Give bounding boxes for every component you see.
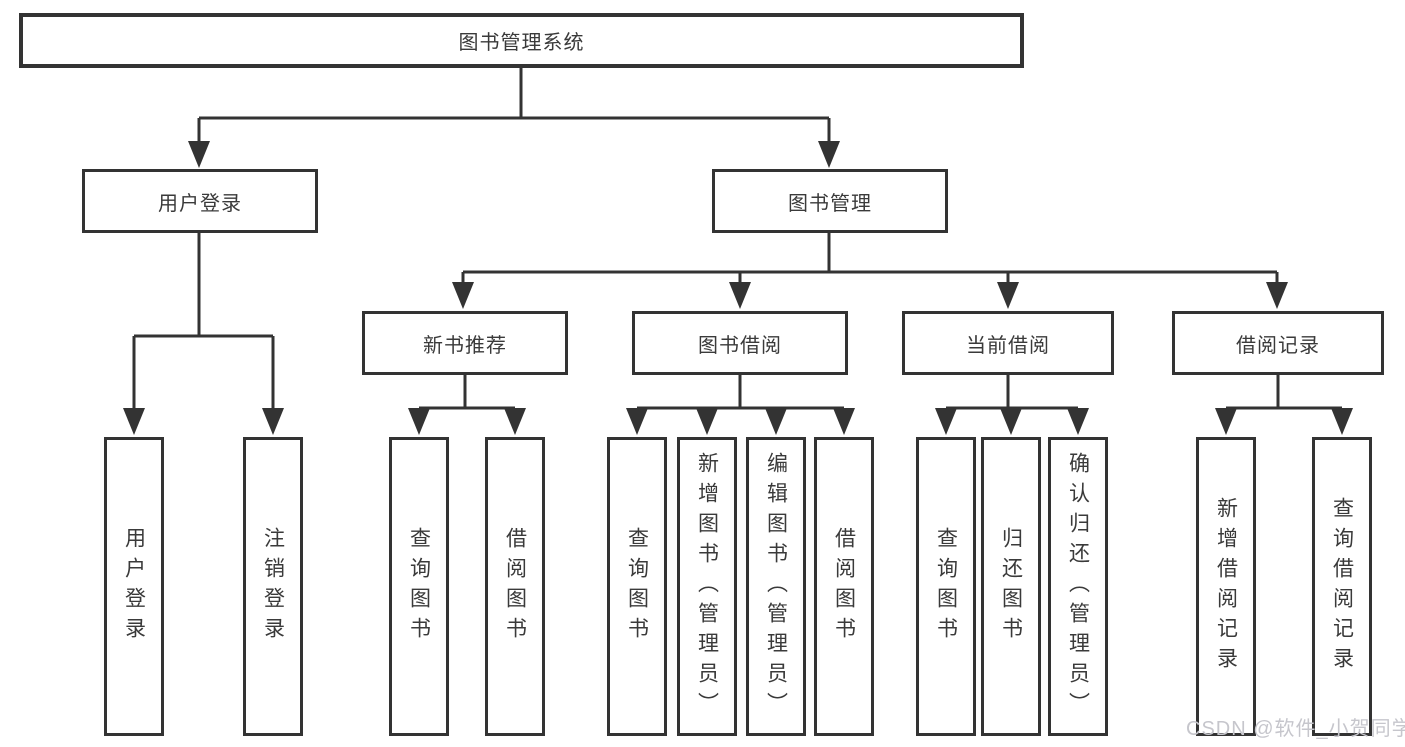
node-label: 查询图书 (625, 526, 649, 647)
leaf-query-books-recommend: 查询图书 (389, 437, 449, 736)
leaf-query-books-borrow: 查询图书 (607, 437, 667, 736)
node-book-management: 图书管理 (712, 169, 948, 233)
leaf-user-login: 用户登录 (104, 437, 164, 736)
connector-new-book-to-leaves (408, 374, 526, 435)
leaf-add-books-admin: 新增图书（管理员） (677, 437, 737, 736)
connector-book-management-to-level3 (452, 232, 1288, 309)
leaf-confirm-return-admin: 确认归还（管理员） (1048, 437, 1108, 736)
connector-root-to-level2 (188, 66, 840, 168)
leaf-query-books-current: 查询图书 (916, 437, 976, 736)
node-new-book-recommendation: 新书推荐 (362, 311, 568, 375)
node-label: 新书推荐 (423, 334, 507, 357)
node-label: 图书借阅 (698, 334, 782, 357)
node-label: 查询图书 (407, 526, 431, 647)
leaf-return-books: 归还图书 (981, 437, 1041, 736)
node-label: 注销登录 (261, 526, 285, 647)
node-label: 新增图书（管理员） (695, 451, 719, 722)
leaf-logout-login: 注销登录 (243, 437, 303, 736)
node-label: 编辑图书（管理员） (764, 451, 788, 722)
leaf-borrow-books-recommend: 借阅图书 (485, 437, 545, 736)
connector-user-login-to-leaves (123, 233, 284, 435)
connector-current-borrow-to-leaves (935, 374, 1089, 435)
connector-book-borrow-to-leaves (626, 374, 855, 435)
node-book-borrowing: 图书借阅 (632, 311, 848, 375)
node-label: 新增借阅记录 (1214, 496, 1238, 677)
leaf-query-borrow-record: 查询借阅记录 (1312, 437, 1372, 736)
leaf-borrow-books: 借阅图书 (814, 437, 874, 736)
csdn-watermark: CSDN @软件_小贺同学 (1186, 718, 1405, 740)
node-label: 借阅图书 (503, 526, 527, 647)
leaf-add-borrow-record: 新增借阅记录 (1196, 437, 1256, 736)
node-label: 确认归还（管理员） (1066, 451, 1090, 722)
node-label: 归还图书 (999, 526, 1023, 647)
node-label: 查询借阅记录 (1330, 496, 1354, 677)
node-current-borrowing: 当前借阅 (902, 311, 1114, 375)
node-label: 用户登录 (122, 526, 146, 647)
connector-borrow-records-to-leaves (1215, 374, 1353, 435)
node-label: 图书管理系统 (458, 32, 585, 54)
node-user-login: 用户登录 (82, 169, 318, 233)
node-label: 借阅图书 (832, 526, 856, 647)
node-library-management-system: 图书管理系统 (19, 13, 1024, 68)
node-label: 图书管理 (788, 192, 872, 215)
leaf-edit-books-admin: 编辑图书（管理员） (746, 437, 806, 736)
node-label: 当前借阅 (966, 334, 1050, 357)
node-label: 查询图书 (934, 526, 958, 647)
node-label: 用户登录 (158, 192, 242, 215)
node-label: 借阅记录 (1236, 334, 1320, 357)
node-borrowing-records: 借阅记录 (1172, 311, 1384, 375)
